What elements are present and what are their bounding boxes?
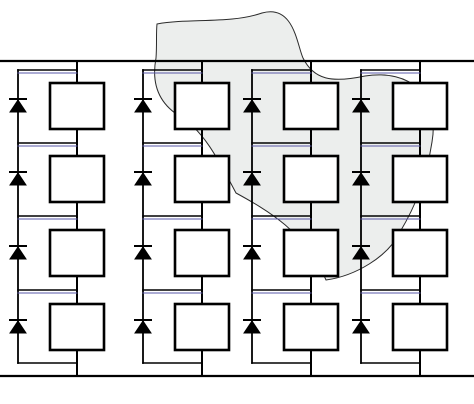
diode-icon (243, 246, 261, 260)
rectangle-module-icon (48, 81, 106, 131)
component-layer (9, 81, 449, 352)
rectangle-module-icon (391, 228, 449, 278)
diode-icon (134, 99, 152, 113)
rectangle-module-icon (173, 302, 231, 352)
wire-layer (0, 59, 474, 378)
diode-icon (243, 172, 261, 186)
diode-icon (9, 99, 27, 113)
diode-icon (352, 172, 370, 186)
diode-icon (352, 246, 370, 260)
rectangle-module-icon (282, 81, 340, 131)
rectangle-module-icon (282, 302, 340, 352)
rectangle-module-icon (173, 154, 231, 204)
rectangle-module-icon (48, 302, 106, 352)
diode-icon (352, 320, 370, 334)
rectangle-module-icon (48, 228, 106, 278)
rectangle-module-icon (282, 228, 340, 278)
diode-icon (9, 320, 27, 334)
rectangle-module-icon (391, 154, 449, 204)
diode-icon (352, 99, 370, 113)
rectangle-module-icon (48, 154, 106, 204)
rectangle-module-icon (391, 302, 449, 352)
diode-icon (134, 320, 152, 334)
diode-icon (9, 172, 27, 186)
rectangle-module-icon (391, 81, 449, 131)
rectangle-module-icon (282, 154, 340, 204)
diode-icon (243, 320, 261, 334)
rectangle-module-icon (173, 81, 231, 131)
rectangle-module-icon (173, 228, 231, 278)
diode-icon (134, 246, 152, 260)
diode-icon (134, 172, 152, 186)
diode-icon (243, 99, 261, 113)
diode-icon (9, 246, 27, 260)
